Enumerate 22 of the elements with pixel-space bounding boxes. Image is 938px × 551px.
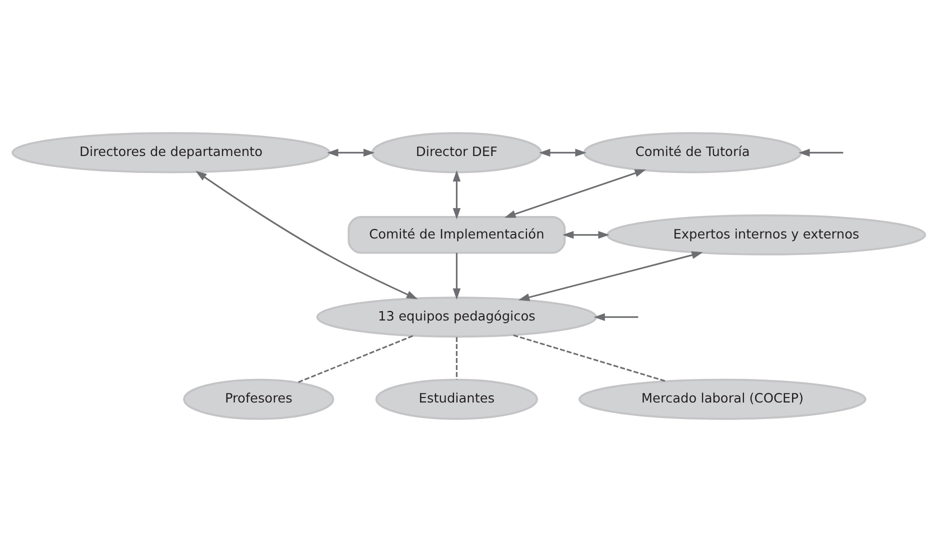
node-ellipse: Estudiantes — [375, 378, 538, 420]
node-ellipse: Profesores — [183, 378, 334, 420]
arrow — [594, 312, 638, 321]
node-ellipse: Comité de Tutoría — [583, 132, 802, 173]
arrow — [452, 252, 461, 300]
arrow — [562, 230, 610, 238]
arrow — [798, 148, 844, 156]
node-ellipse: Directores de departamento — [12, 132, 330, 173]
arrow — [518, 250, 703, 301]
connector — [297, 334, 414, 383]
node-box: Comité de Implementación — [348, 216, 566, 254]
node-ellipse: Expertos internos y externos — [606, 214, 926, 255]
arrow — [196, 170, 418, 299]
arrow — [504, 168, 646, 218]
node-ellipse: Director DEF — [371, 132, 542, 173]
arrow — [539, 148, 586, 156]
node-ellipse: 13 equipos pedagógicos — [316, 296, 598, 338]
connector — [456, 336, 458, 379]
arrow — [452, 170, 461, 219]
node-ellipse: Mercado laboral (COCEP) — [578, 378, 866, 420]
arrow — [327, 148, 375, 156]
connector — [513, 334, 666, 382]
